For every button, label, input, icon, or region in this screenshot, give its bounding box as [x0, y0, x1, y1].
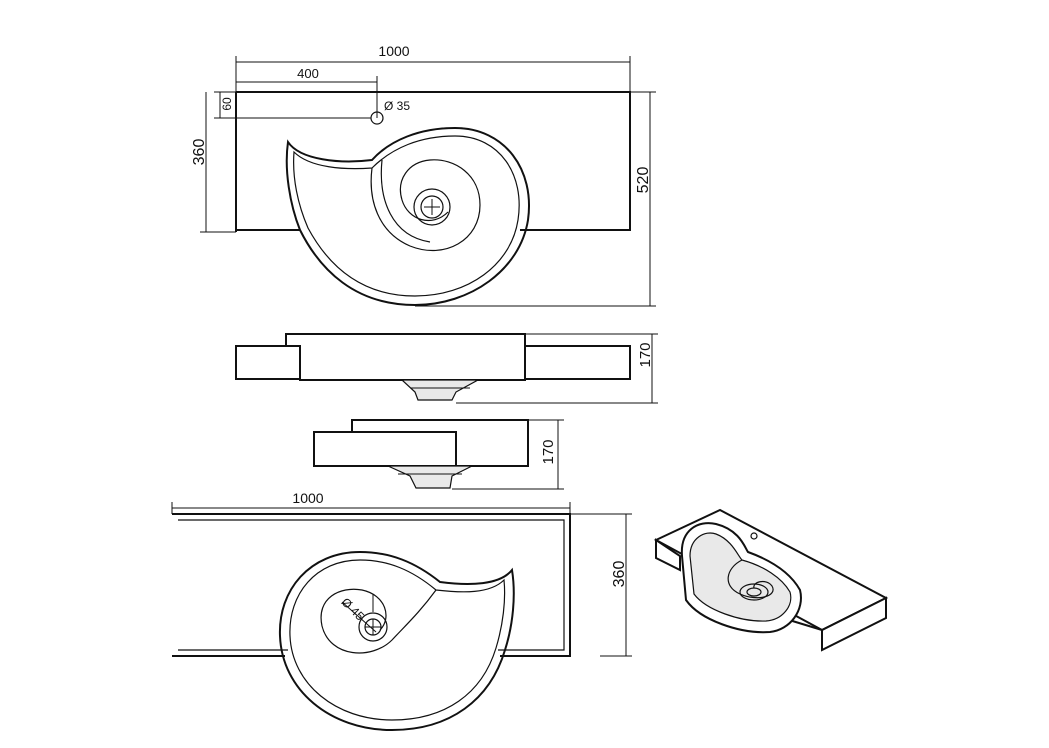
- iso-tap-hole: [750, 532, 758, 540]
- tap-edge-label: 60: [220, 97, 234, 111]
- drain-label: Ø 45: [339, 595, 368, 624]
- front-height-label: 170: [637, 342, 654, 367]
- top-width-label: 1000: [378, 43, 409, 59]
- front-drain: [400, 379, 479, 401]
- side-view: 170: [313, 419, 564, 490]
- top-view: 1000 400 60 Ø 35 360 520: [191, 43, 656, 307]
- top-depth-label: 360: [191, 139, 208, 166]
- iso-drain-inner: [746, 587, 762, 597]
- side-countertop: [313, 431, 457, 467]
- side-drain: [387, 465, 473, 489]
- front-basin-body: [285, 333, 526, 381]
- bottom-view: Ø 45 1000 360: [171, 490, 632, 732]
- top-basin-outer: [285, 126, 530, 307]
- bottom-spiral: [320, 588, 437, 654]
- top-basin-inner: [293, 135, 520, 297]
- top-countertop-outline: [236, 91, 631, 231]
- bottom-basin-inner: [289, 559, 506, 721]
- tap-offset-label: 400: [297, 66, 319, 81]
- bottom-width-label: 1000: [292, 490, 323, 506]
- top-spiral-inner: [380, 159, 431, 243]
- iso-front-face: [655, 538, 681, 572]
- bottom-basin-outer: [278, 550, 515, 732]
- bottom-countertop-outline: [172, 513, 571, 657]
- bottom-countertop-inner: [178, 519, 565, 651]
- top-drain-inner: [420, 195, 444, 219]
- bottom-drain-outer: [358, 612, 388, 642]
- tap-hole-label: Ø 35: [384, 99, 410, 113]
- side-height-label: 170: [540, 439, 557, 464]
- iso-basin-bowl: [689, 532, 792, 622]
- iso-right-face: [775, 596, 887, 652]
- isometric-view: [653, 508, 889, 652]
- bottom-depth-label: 360: [611, 561, 628, 588]
- front-view: 170: [235, 333, 658, 404]
- top-overall-depth-label: 520: [635, 167, 652, 194]
- iso-drain: [739, 583, 769, 601]
- top-spiral: [370, 159, 481, 251]
- top-drain-outer: [413, 188, 451, 226]
